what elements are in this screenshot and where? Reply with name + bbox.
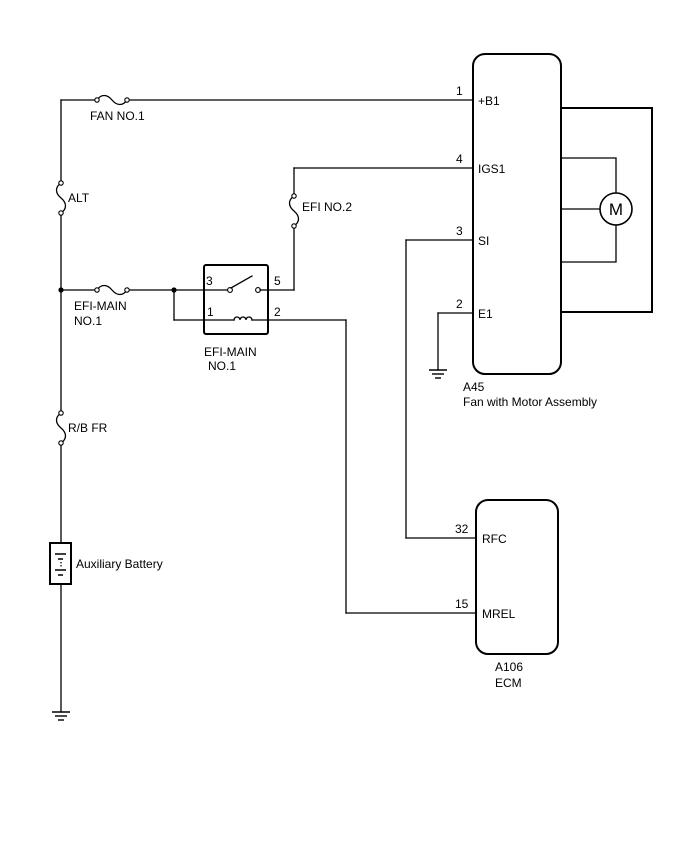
fuse-alt-label: ALT — [68, 191, 90, 205]
relay-pin-5: 5 — [274, 274, 281, 288]
si-rfc-wire — [405, 239, 477, 539]
relay-name-line2: NO.1 — [208, 359, 236, 373]
ecm-terminal-pin: 32 — [455, 522, 469, 536]
relay-efi-main — [203, 264, 269, 335]
fuse-alt-symbol — [55, 180, 67, 216]
motor-symbol-label: M — [609, 200, 623, 219]
fan-terminal-pin: 2 — [456, 297, 463, 311]
fan-terminal-name: IGS1 — [478, 162, 506, 176]
ecm-box — [475, 499, 559, 655]
fan-terminal-pin: 4 — [456, 152, 463, 166]
fuse-fan-no1-label: FAN NO.1 — [90, 109, 145, 123]
fuse-fan-no1-symbol — [94, 94, 130, 106]
fan-terminal-pin: 3 — [456, 224, 463, 238]
relay-pin-2: 2 — [274, 305, 281, 319]
relay-pin-3: 3 — [206, 274, 213, 288]
motor-icon — [599, 192, 633, 226]
ecm-terminal-name: RFC — [482, 532, 507, 546]
ecm-terminal-pin: 15 — [455, 597, 469, 611]
ground-icon-e1 — [429, 369, 447, 379]
relay-pin-1: 1 — [207, 305, 214, 319]
ground-icon-left — [52, 711, 70, 721]
fuse-rbfr-symbol — [55, 410, 67, 446]
fan-terminal-name: SI — [478, 234, 489, 248]
fuse-efi-main-symbol — [94, 284, 130, 296]
fan-assembly-code: A45 — [463, 380, 485, 394]
fuse-rbfr-label: R/B FR — [68, 421, 108, 435]
relay-name-line1: EFI-MAIN — [204, 345, 257, 359]
e1-ground-wire — [437, 312, 474, 371]
ecm-name: ECM — [495, 676, 522, 690]
fuse-efi-no2-symbol — [288, 193, 300, 229]
fan-assembly-name: Fan with Motor Assembly — [463, 395, 597, 409]
mrel-wire — [251, 319, 477, 614]
ecm-code: A106 — [495, 660, 523, 674]
fan-terminal-pin: 1 — [456, 84, 463, 98]
ecm-terminal-name: MREL — [482, 607, 516, 621]
battery-label: Auxiliary Battery — [76, 557, 163, 571]
auxiliary-battery-symbol — [49, 542, 72, 585]
fan-terminal-name: +B1 — [478, 94, 500, 108]
fan-terminal-name: E1 — [478, 307, 493, 321]
fuse-efi-main-label-line2: NO.1 — [74, 314, 102, 328]
fuse-efi-no2-label: EFI NO.2 — [302, 200, 352, 214]
fan-motor-assembly — [472, 53, 653, 375]
fuse-efi-main-label-line1: EFI-MAIN — [74, 299, 127, 313]
igs1-wire — [259, 167, 474, 291]
